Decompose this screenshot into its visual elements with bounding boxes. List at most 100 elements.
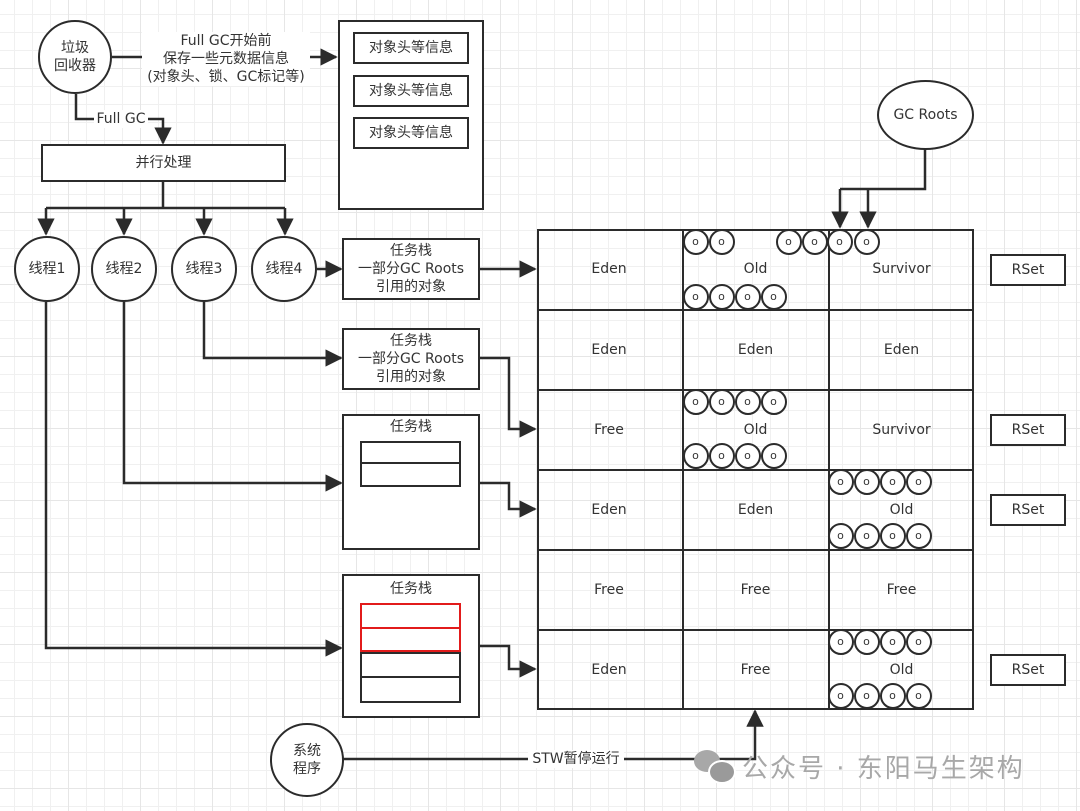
rset-box: RSet — [990, 254, 1066, 286]
object-icon: o — [905, 468, 932, 495]
heap-region-label: Eden — [737, 501, 774, 518]
heap-region-label: Eden — [591, 661, 627, 678]
object-icon: o — [775, 228, 802, 255]
object-icon: o — [682, 283, 709, 310]
object-icon: o — [760, 283, 787, 310]
object-icon: o — [734, 388, 761, 415]
object-icon: o — [708, 283, 735, 310]
heap-region-eden: Eden — [827, 308, 974, 389]
heap-region-label: Survivor — [872, 421, 931, 438]
object-icon: o — [801, 228, 828, 255]
stack-slot — [360, 676, 461, 703]
heap-region-survivor: Survivor — [827, 388, 974, 469]
gc-roots-node: GC Roots — [877, 80, 974, 150]
system-program-node: 系统 程序 — [270, 723, 344, 797]
pre-gc-note: Full GC开始前 保存一些元数据信息 (对象头、锁、GC标记等) — [142, 32, 310, 86]
heap-region-free: Free — [681, 628, 828, 709]
metadata-item: 对象头等信息 — [353, 117, 469, 149]
heap-region-label: Old — [889, 501, 914, 518]
garbage-collector-node: 垃圾 回收器 — [38, 20, 112, 94]
stack-slot-highlighted — [360, 603, 461, 629]
task-stack: 任务栈 一部分GC Roots 引用的对象 — [342, 328, 480, 390]
object-icon: o — [682, 442, 709, 469]
heap-region-old: Old — [827, 628, 974, 709]
task-stack-title: 任务栈 — [390, 419, 432, 435]
object-icon: o — [905, 628, 932, 655]
heap-region-old: Old — [681, 228, 828, 309]
object-icon: o — [905, 682, 932, 709]
thread-node: 线程1 — [14, 236, 80, 302]
heap-region-label: Free — [594, 581, 624, 598]
object-icon: o — [853, 522, 880, 549]
heap-region-label: Eden — [883, 341, 920, 358]
heap-region-free: Free — [827, 548, 974, 629]
arrow-thread3-to-stack2 — [202, 302, 343, 367]
metadata-item: 对象头等信息 — [353, 75, 469, 107]
object-icon: o — [853, 682, 880, 709]
arrow-thread2-to-stack3 — [122, 302, 343, 492]
stack-slot-highlighted — [360, 627, 461, 652]
object-icon: o — [708, 442, 735, 469]
arrow-thread1-to-stack4 — [44, 302, 343, 657]
heap-region-label: Free — [594, 421, 624, 438]
heap-region-eden: Eden — [537, 229, 682, 309]
heap-region-old: Old — [827, 468, 974, 549]
object-icon: o — [827, 682, 854, 709]
watermark: 公众号 · 东阳马生架构 — [694, 748, 1025, 785]
object-icon: o — [827, 522, 854, 549]
object-icon: o — [853, 228, 880, 255]
object-icon: o — [827, 468, 854, 495]
heap-region-free: Free — [536, 548, 682, 629]
heap-region-eden: Eden — [681, 308, 828, 389]
heap-region-label: Survivor — [872, 260, 931, 277]
stack-slot — [360, 652, 461, 678]
rset-box: RSet — [990, 494, 1066, 526]
rset-box: RSet — [990, 414, 1066, 446]
heap-region-eden: Eden — [681, 468, 828, 549]
heap-region-eden: Eden — [536, 468, 682, 549]
thread-node: 线程2 — [91, 236, 157, 302]
watermark-text: 公众号 · 东阳马生架构 — [742, 754, 1025, 784]
thread-node: 线程4 — [251, 236, 317, 302]
rset-box: RSet — [990, 654, 1066, 686]
arrow-stack3-to-heap — [479, 481, 537, 518]
wechat-icon — [694, 749, 736, 784]
object-icon: o — [879, 628, 906, 655]
object-icon: o — [879, 522, 906, 549]
parallel-processing-box: 并行处理 — [41, 144, 286, 182]
heap-region-old: Old — [681, 388, 828, 469]
heap-region-label: Free — [886, 581, 917, 598]
arrow-stack2-to-heap — [479, 356, 537, 438]
stw-label: STW暂停运行 — [528, 750, 624, 768]
object-icon: o — [827, 628, 854, 655]
object-icon: o — [853, 468, 880, 495]
stack-slot — [360, 462, 461, 487]
object-icon: o — [708, 228, 735, 255]
full-gc-label: Full GC — [94, 110, 148, 128]
object-icon: o — [905, 522, 932, 549]
task-stack-title: 任务栈 — [390, 581, 432, 597]
heap-region-label: Eden — [591, 501, 627, 518]
heap-region-label: Free — [740, 661, 771, 678]
task-stack: 任务栈 一部分GC Roots 引用的对象 — [342, 238, 480, 300]
object-icon: o — [760, 388, 787, 415]
object-icon: o — [853, 628, 880, 655]
stack-slot — [360, 441, 461, 464]
object-icon: o — [682, 388, 709, 415]
heap-region-eden: Eden — [536, 308, 682, 389]
arrow-gcroots-trunk — [840, 149, 927, 191]
object-icon: o — [879, 468, 906, 495]
thread-node: 线程3 — [171, 236, 237, 302]
heap-region-label: Eden — [737, 341, 774, 358]
heap-region-label: Old — [889, 661, 914, 678]
heap-region-eden: Eden — [536, 628, 682, 709]
object-icon: o — [734, 442, 761, 469]
heap-region-label: Eden — [591, 260, 627, 277]
arrow-stack4-to-heap — [479, 644, 537, 678]
heap-region-free: Free — [536, 388, 682, 469]
heap-region-survivor: Survivor — [827, 228, 974, 309]
heap-region-free: Free — [681, 548, 828, 629]
heap-region-label: Old — [743, 260, 768, 277]
object-icon: o — [708, 388, 735, 415]
